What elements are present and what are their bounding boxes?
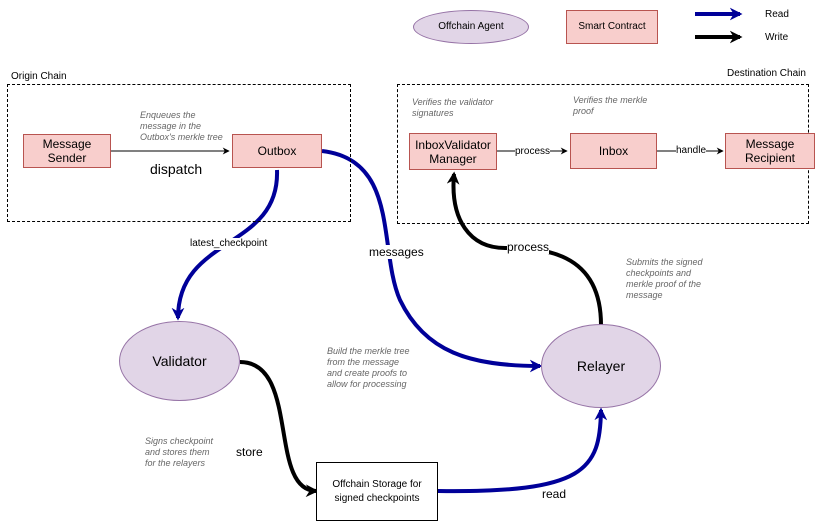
messages-label: messages [369, 245, 424, 259]
legend-agent-label: Offchain Agent [438, 21, 504, 32]
legend-contract-label: Smart Contract [578, 21, 646, 32]
sign-note: Signs checkpoint and stores them for the… [145, 436, 214, 468]
build-note: Build the merkle tree from the message a… [327, 346, 410, 389]
destination-chain-label: Destination Chain [727, 68, 806, 79]
legend-write-label: Write [765, 32, 789, 43]
origin-chain-label: Origin Chain [11, 71, 67, 82]
message-recipient-label: Message Recipient [744, 137, 796, 165]
outbox-node: Outbox [232, 134, 322, 168]
message-sender-node: Message Sender [23, 134, 111, 168]
offchain-storage-node: Offchain Storage for signed checkpoints [316, 462, 438, 521]
verify-proof-note: Verifies the merkle proof [573, 95, 648, 116]
outbox-label: Outbox [257, 144, 297, 158]
origin-chain-region [7, 84, 351, 222]
offchain-storage-label: Offchain Storage for signed checkpoints [332, 478, 422, 504]
process-relayer-label: process [507, 240, 550, 254]
legend-smart-contract: Smart Contract [566, 10, 658, 44]
latest-checkpoint-label: latest_checkpoint [190, 238, 268, 250]
inbox-node: Inbox [570, 133, 657, 169]
relayer-label: Relayer [576, 358, 626, 374]
legend-offchain-agent: Offchain Agent [413, 10, 529, 44]
store-arrow [239, 360, 319, 498]
enqueue-note: Enqueues the message in the Outbox's mer… [140, 110, 223, 142]
validator-node: Validator [119, 321, 240, 401]
read-label: read [542, 487, 567, 501]
relayer-node: Relayer [541, 324, 661, 408]
validator-label: Validator [152, 353, 207, 369]
inbox-validator-manager-node: InboxValidator Manager [409, 133, 497, 170]
store-label: store [236, 445, 263, 459]
inbox-validator-manager-label: InboxValidator Manager [415, 137, 491, 166]
submit-note: Submits the signed checkpoints and merkl… [626, 257, 703, 300]
handle-label: handle [676, 145, 707, 157]
process-inbox-label: process [515, 146, 551, 158]
message-sender-label: Message Sender [42, 137, 92, 165]
inbox-label: Inbox [598, 144, 629, 158]
legend-read-label: Read [765, 9, 789, 20]
message-recipient-node: Message Recipient [725, 133, 815, 169]
read-arrow [437, 407, 608, 494]
messages-arrow [321, 149, 543, 373]
verify-signatures-note: Verifies the validator signatures [412, 97, 494, 118]
dispatch-label: dispatch [150, 161, 203, 177]
